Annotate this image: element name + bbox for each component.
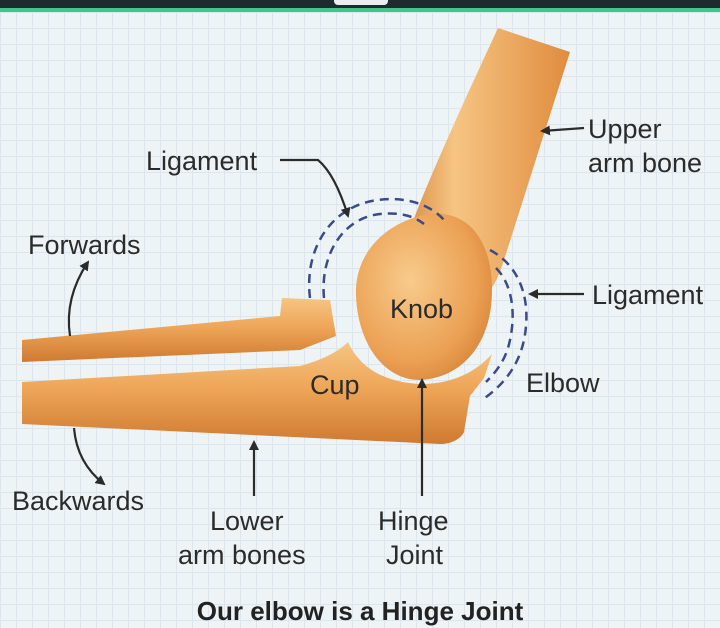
label-forwards: Forwards [28, 230, 141, 260]
top-bar-notch [334, 0, 388, 5]
lower-arm-bone-cup [22, 342, 492, 444]
upper-arm-pointer [540, 125, 585, 136]
backwards-arrow [72, 427, 106, 486]
ligament-inner-arc [322, 212, 425, 299]
label-upper-arm-line1: Upper [588, 114, 662, 144]
ligament-right-outer [481, 248, 528, 402]
label-elbow: Elbow [526, 368, 600, 398]
top-bar-accent [0, 8, 720, 12]
label-ligament-top: Ligament [146, 146, 258, 176]
label-knob: Knob [390, 294, 453, 324]
lower-arm-bone-upper [22, 298, 336, 362]
label-hinge-line1: Hinge [378, 506, 449, 536]
label-backwards: Backwards [12, 486, 144, 516]
label-ligament-right: Ligament [592, 280, 704, 310]
caption: Our elbow is a Hinge Joint [197, 596, 524, 626]
label-lower-arm-line2: arm bones [178, 540, 306, 570]
label-hinge-line2: Joint [386, 540, 444, 570]
label-upper-arm-line2: arm bone [588, 148, 702, 178]
ligament-outer-arc [307, 197, 445, 299]
ligament-top-pointer [280, 158, 351, 218]
knob-shape [355, 213, 492, 380]
label-cup: Cup [310, 370, 360, 400]
label-lower-arm-line1: Lower [210, 506, 284, 536]
ligament-right-inner [485, 267, 514, 383]
forwards-arrow [67, 260, 90, 337]
